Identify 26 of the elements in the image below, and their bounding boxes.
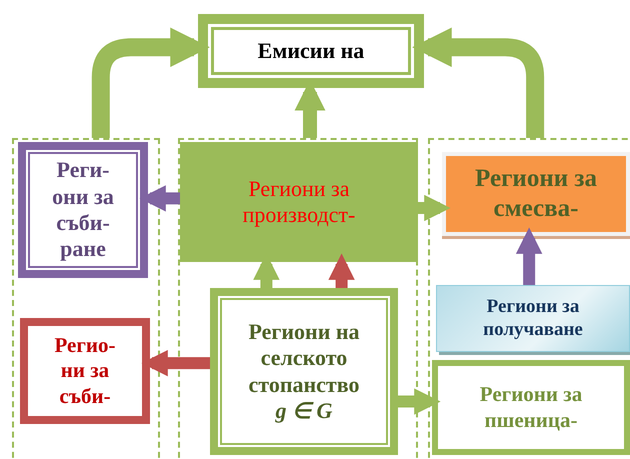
process-box xyxy=(18,142,148,278)
node-label: Регио- ни за съби- xyxy=(53,333,116,409)
block-arrow xyxy=(398,388,441,415)
node-label: Региони за пшеница- xyxy=(478,382,584,433)
node-label: Региони за производст- xyxy=(242,176,356,228)
process-box xyxy=(432,360,630,455)
node-label: Реги- они за съби- ране xyxy=(51,157,115,263)
process-box xyxy=(436,285,630,352)
process-box xyxy=(20,318,150,424)
block-arrow xyxy=(139,185,180,212)
node-label: Региони за получаване xyxy=(482,296,584,342)
block-arrow xyxy=(412,28,544,138)
dashed-region xyxy=(12,138,160,459)
dashed-region xyxy=(178,138,418,459)
node-label: Емисии на xyxy=(258,38,364,64)
process-box xyxy=(210,288,398,455)
block-arrow xyxy=(516,227,542,285)
block-arrow xyxy=(92,28,210,138)
dashed-region xyxy=(428,138,630,459)
node-label: Региони за смесва- xyxy=(474,164,598,224)
emissions-box xyxy=(198,14,424,88)
block-arrow xyxy=(418,194,451,222)
process-box xyxy=(442,152,630,236)
math-label: g ∈ G xyxy=(276,398,332,424)
process-box xyxy=(180,142,418,262)
block-arrow xyxy=(328,253,355,288)
